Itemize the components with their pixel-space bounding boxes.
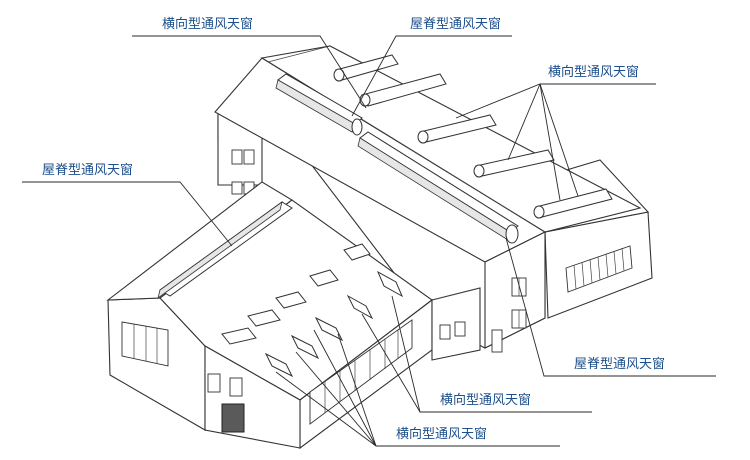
ridge-vent-front bbox=[157, 201, 293, 299]
leader-lines bbox=[22, 35, 716, 447]
horizontal-vent bbox=[247, 309, 281, 327]
horizontal-vent bbox=[343, 243, 371, 261]
label-horizontal-right: 横向型通风天窗 bbox=[548, 64, 639, 80]
label-horizontal-bottom-1: 横向型通风天窗 bbox=[440, 392, 531, 408]
horizontal-vent bbox=[417, 114, 497, 144]
horizontal-vent bbox=[314, 316, 344, 342]
front-gable-windows bbox=[121, 321, 169, 367]
front-door bbox=[221, 403, 245, 433]
ridge-vent-upper bbox=[275, 73, 363, 136]
horizontal-vent bbox=[264, 352, 294, 378]
horizontal-vent bbox=[309, 269, 339, 287]
label-horizontal-top: 横向型通风天窗 bbox=[162, 16, 253, 32]
horizontal-vent bbox=[290, 334, 320, 360]
label-ridge-top: 屋脊型通风天窗 bbox=[410, 16, 501, 32]
label-horizontal-bottom-2: 横向型通风天窗 bbox=[396, 426, 487, 442]
horizontal-vent bbox=[533, 188, 613, 219]
horizontal-vents-front bbox=[221, 243, 404, 378]
horizontal-vent bbox=[376, 270, 404, 298]
horizontal-vent bbox=[473, 149, 555, 178]
label-ridge-right: 屋脊型通风天窗 bbox=[574, 356, 665, 372]
ridge-vent-tall bbox=[357, 131, 519, 244]
annex-windows bbox=[565, 245, 633, 293]
horizontal-vent bbox=[275, 291, 307, 309]
horizontal-vent bbox=[221, 327, 257, 345]
horizontal-vent bbox=[346, 294, 374, 320]
label-ridge-left: 屋脊型通风天窗 bbox=[42, 162, 133, 178]
